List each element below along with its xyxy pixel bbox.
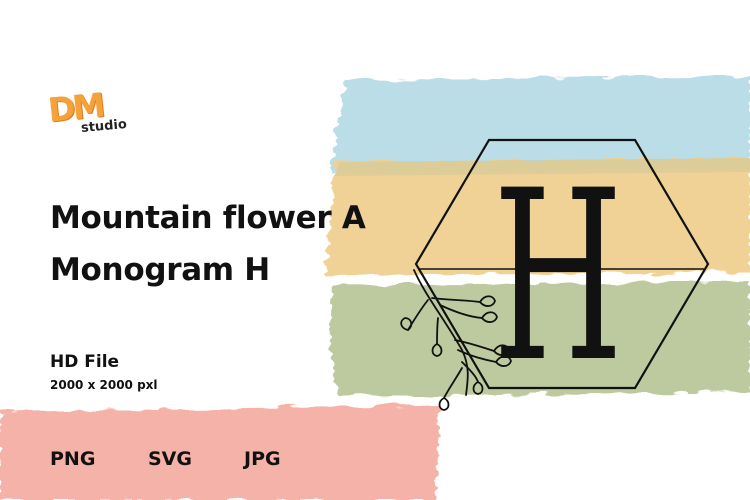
watercolor-stripe-green: [330, 282, 750, 396]
stripe-blend: [335, 158, 750, 176]
format-png: PNG: [50, 448, 96, 470]
flower-bud-icon: [431, 342, 443, 357]
product-title-line-1: Mountain flower A: [50, 200, 366, 236]
format-svg: SVG: [148, 448, 192, 470]
flower-bud-icon: [480, 311, 498, 323]
flower-bud-icon: [478, 295, 496, 307]
hexagon-frame: [414, 138, 710, 390]
flower-bud-icon: [438, 396, 450, 411]
watercolor-stripe-blue: [330, 76, 750, 172]
watercolor-stripe-pink: [0, 405, 440, 500]
watercolor-stripe-yellow: [325, 158, 750, 276]
file-resolution: 2000 x 2000 pxl: [50, 378, 158, 392]
product-title-line-2: Monogram H: [50, 252, 270, 288]
format-jpg: JPG: [244, 448, 281, 470]
monogram-letter: H: [493, 141, 623, 414]
flower-bud-icon: [472, 380, 484, 395]
file-quality-label: HD File: [50, 352, 120, 372]
flower-bud-icon: [492, 344, 510, 356]
flower-branch-icon: [400, 269, 512, 411]
flower-bud-icon: [494, 355, 512, 367]
flower-bud-icon: [400, 317, 413, 331]
